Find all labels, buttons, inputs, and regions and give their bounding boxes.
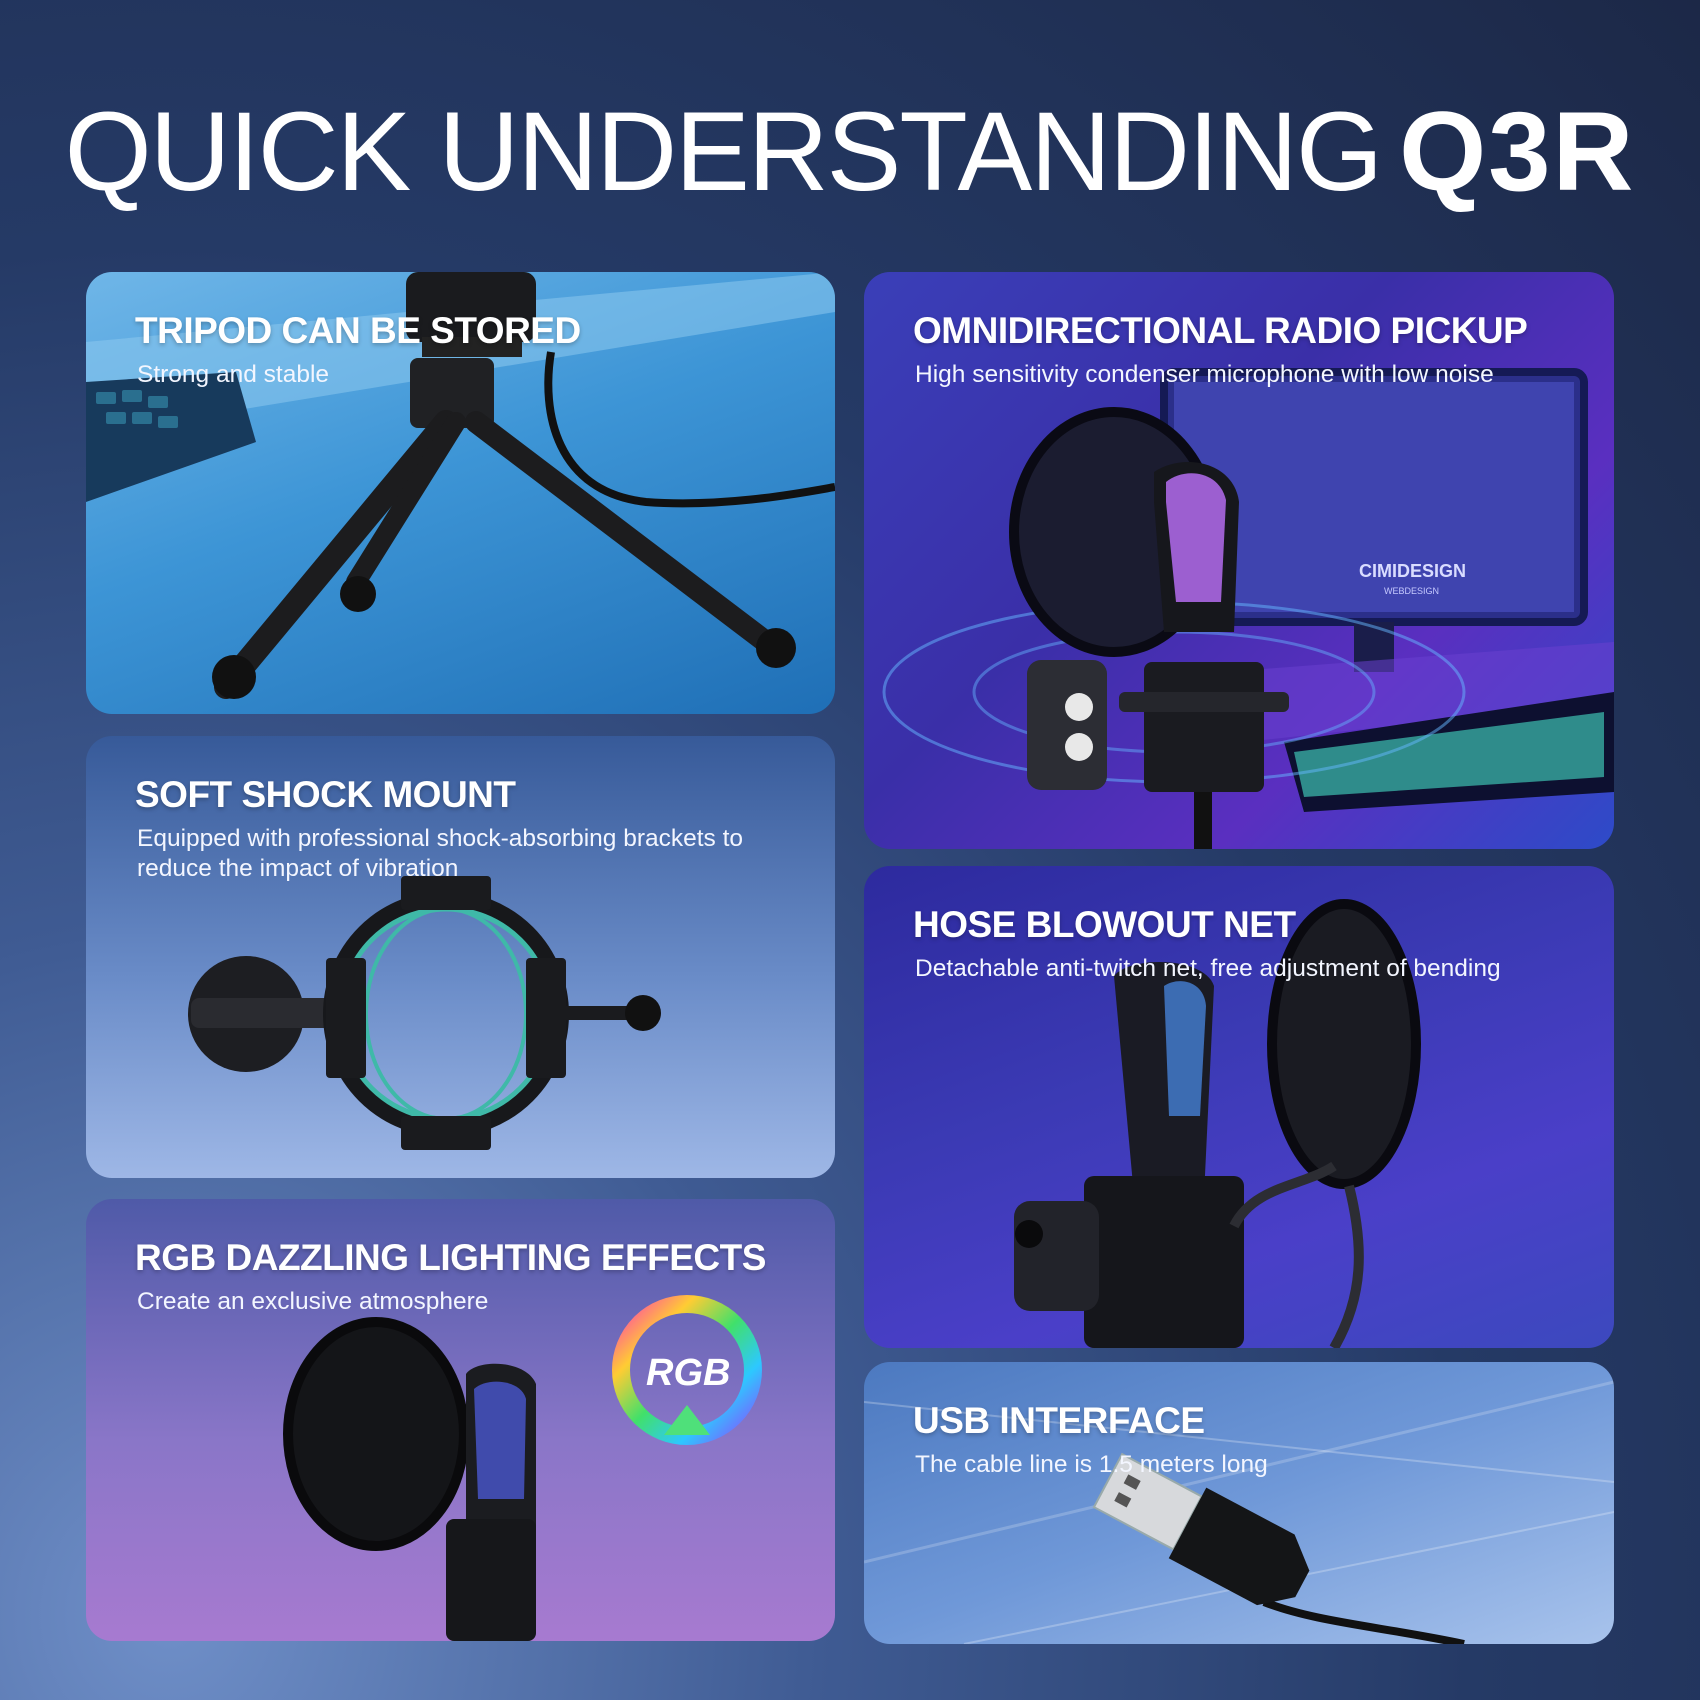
page-title-model: Q3R	[1399, 89, 1636, 214]
card-omni-text: OMNIDIRECTIONAL RADIO PICKUP High sensit…	[913, 308, 1528, 390]
card-shock-heading: SOFT SHOCK MOUNT	[135, 774, 516, 815]
microphone-with-pop-filter-icon: CIMIDESIGN WEBDESIGN	[882, 368, 1614, 849]
shock-mount-icon	[188, 876, 661, 1150]
monitor-brand: CIMIDESIGN	[1359, 561, 1466, 581]
card-hose-heading: HOSE BLOWOUT NET	[913, 904, 1296, 945]
card-tripod-sub: Strong and stable	[137, 361, 330, 388]
microphone-with-pop-filter-icon	[1014, 899, 1421, 1348]
card-usb-sub: The cable line is 1.5 meters long	[915, 1451, 1268, 1478]
card-rgb-text: RGB DAZZLING LIGHTING EFFECTS Create an …	[135, 1235, 766, 1317]
card-tripod-heading: TRIPOD CAN BE STORED	[135, 310, 581, 351]
card-omni-sub: High sensitivity condenser microphone wi…	[915, 361, 1494, 388]
card-omni: CIMIDESIGN WEBDESIGN OMNIDIRECTIONAL RAD…	[864, 272, 1614, 849]
card-rgb: RGB RGB DAZZLING LIGHTING EFFECTS Create…	[86, 1199, 835, 1641]
card-tripod-text: TRIPOD CAN BE STORED Strong and stable	[135, 308, 581, 390]
usb-plug-icon	[864, 1380, 1614, 1644]
card-omni-heading: OMNIDIRECTIONAL RADIO PICKUP	[913, 310, 1528, 351]
tripod-microphone-icon	[86, 272, 835, 699]
card-tripod: TRIPOD CAN BE STORED Strong and stable	[86, 272, 835, 714]
card-shock-text: SOFT SHOCK MOUNT Equipped with professio…	[135, 772, 777, 884]
card-rgb-heading: RGB DAZZLING LIGHTING EFFECTS	[135, 1237, 766, 1278]
monitor-sub: WEBDESIGN	[1384, 586, 1439, 596]
rgb-ring-icon: RGB	[283, 1295, 762, 1641]
card-rgb-sub: Create an exclusive atmosphere	[137, 1288, 489, 1315]
card-hose-sub: Detachable anti-twitch net, free adjustm…	[915, 955, 1501, 982]
card-shock: SOFT SHOCK MOUNT Equipped with professio…	[86, 736, 835, 1178]
card-usb-heading: USB INTERFACE	[913, 1400, 1205, 1441]
card-hose-text: HOSE BLOWOUT NET Detachable anti-twitch …	[913, 902, 1501, 984]
card-shock-sub: Equipped with professional shock-absorbi…	[137, 825, 744, 882]
card-usb-text: USB INTERFACE The cable line is 1.5 mete…	[913, 1398, 1268, 1480]
page-title-light: QUICK UNDERSTANDING	[64, 89, 1383, 214]
rgb-badge-label: RGB	[646, 1352, 730, 1394]
card-usb: USB INTERFACE The cable line is 1.5 mete…	[864, 1362, 1614, 1644]
card-hose: HOSE BLOWOUT NET Detachable anti-twitch …	[864, 866, 1614, 1348]
